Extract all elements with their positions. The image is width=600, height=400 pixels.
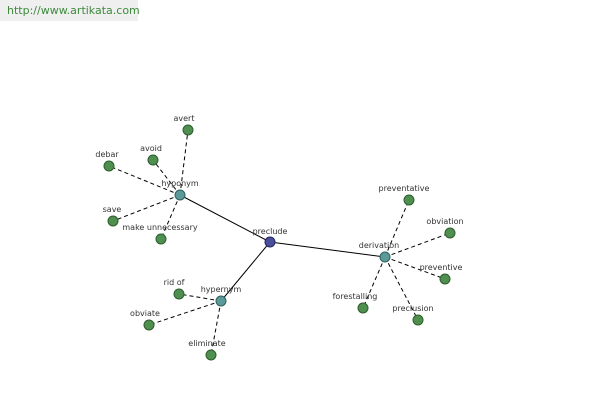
graph-edges [108, 129, 451, 356]
term-label-avert: avert [174, 114, 195, 123]
term-node-preventive[interactable] [439, 273, 451, 285]
term-node-make-unnecessary[interactable] [155, 233, 167, 245]
edge-hyponym-debar [108, 165, 181, 196]
term-label-preclusion: preclusion [392, 304, 433, 313]
edge-derivation-preclusion [384, 256, 419, 321]
term-label-preventive: preventive [420, 263, 463, 272]
edge-hyponym-save [112, 194, 181, 222]
edge-derivation-preventive [384, 256, 446, 280]
category-node-hyponym[interactable] [174, 189, 186, 201]
term-label-debar: debar [95, 150, 119, 159]
edge-hypernym-obviate [148, 300, 222, 326]
term-node-obviation[interactable] [444, 227, 456, 239]
term-label-make-unnecessary: make unnecessary [122, 223, 197, 232]
edge-hypernym [220, 241, 271, 302]
edge-hypernym-rid-of [178, 293, 222, 302]
term-label-avoid: avoid [140, 144, 162, 153]
term-label-forestalling: forestalling [333, 292, 378, 301]
edge-hyponym-avoid [152, 159, 181, 196]
term-node-preventative[interactable] [403, 194, 415, 206]
term-node-forestalling[interactable] [357, 302, 369, 314]
term-node-save[interactable] [107, 215, 119, 227]
term-node-debar[interactable] [103, 160, 115, 172]
term-label-save: save [103, 205, 122, 214]
category-label-hyponym: hyponym [161, 179, 199, 188]
category-node-derivation[interactable] [379, 251, 391, 263]
edge-hyponym-make-unnecessary [160, 194, 181, 240]
edge-derivation-preventative [384, 199, 410, 258]
term-label-obviation: obviation [426, 217, 463, 226]
edge-hyponym [179, 194, 271, 243]
term-label-eliminate: eliminate [188, 339, 225, 348]
term-node-rid-of[interactable] [173, 288, 185, 300]
edge-hyponym-avert [179, 129, 189, 196]
term-label-obviate: obviate [130, 309, 160, 318]
edge-hypernym-eliminate [210, 300, 222, 356]
term-node-eliminate[interactable] [205, 349, 217, 361]
category-node-hypernym[interactable] [215, 295, 227, 307]
term-node-avert[interactable] [182, 124, 194, 136]
root-node[interactable] [264, 236, 276, 248]
category-label-hypernym: hypernym [201, 285, 242, 294]
artikata-link[interactable]: http://www.artikata.com [7, 4, 140, 17]
edge-derivation-forestalling [362, 256, 386, 309]
term-label-preventative: preventative [379, 184, 430, 193]
term-node-preclusion[interactable] [412, 314, 424, 326]
graph-nodes [103, 124, 456, 361]
term-node-obviate[interactable] [143, 319, 155, 331]
category-label-derivation: derivation [359, 241, 399, 250]
watermark-banner: http://www.artikata.com [0, 0, 140, 21]
edge-derivation-obviation [384, 232, 451, 258]
edge-derivation [269, 241, 386, 258]
root-label: preclude [253, 227, 288, 236]
term-node-avoid[interactable] [147, 154, 159, 166]
term-label-rid-of: rid of [164, 278, 185, 287]
